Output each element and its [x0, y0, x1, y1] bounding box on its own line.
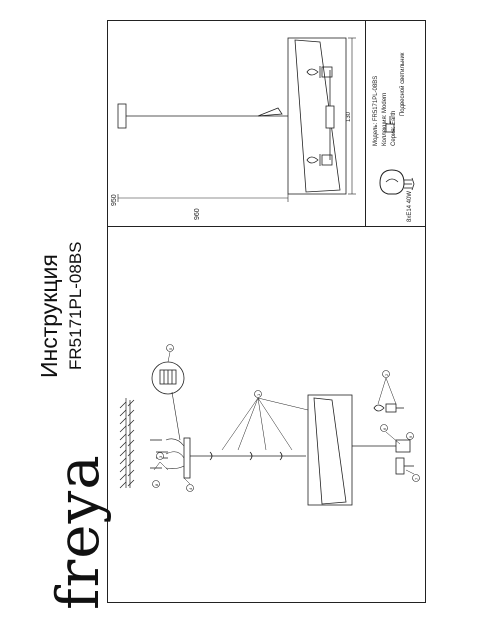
callout-6	[380, 424, 388, 432]
candle-bulb-part	[373, 403, 404, 413]
mounting-plate	[183, 437, 191, 479]
callout-2-label: 2	[384, 373, 389, 376]
callout-4-label: 4	[188, 487, 193, 490]
candle-bulb-bottom	[306, 154, 333, 166]
callout-9	[406, 432, 414, 440]
canopy-shape	[117, 103, 127, 129]
dimension-drawing	[117, 37, 356, 202]
drawing-frame	[107, 20, 426, 603]
installation-drawing	[119, 351, 415, 506]
callout-8	[152, 480, 160, 488]
callout-leaders	[153, 351, 415, 485]
callout-9-label: 9	[408, 435, 413, 438]
candle-bulb-top	[306, 66, 333, 78]
series-icon	[385, 116, 395, 133]
ceiling-hatch	[119, 398, 135, 489]
callout-5-label: 5	[168, 347, 173, 350]
callout-markers	[152, 344, 420, 492]
lamp-body	[307, 394, 353, 506]
callout-7-label: 7	[414, 477, 419, 480]
callout-6-label: 6	[382, 427, 387, 430]
rod-segments	[190, 451, 306, 461]
lamp-diagonal-panel	[313, 397, 347, 505]
bulb-icon	[379, 169, 415, 195]
callout-7	[412, 474, 420, 482]
callout-5	[166, 344, 174, 352]
spec-divider	[365, 20, 366, 227]
callout-8-label: 8	[154, 483, 159, 486]
spine-block	[325, 105, 335, 129]
callout-1	[254, 390, 262, 398]
socket-arm	[352, 439, 414, 475]
lamp-body-frame	[287, 37, 347, 195]
callout-4	[186, 484, 194, 492]
section-divider	[107, 226, 426, 227]
callout-2	[382, 370, 390, 378]
wire-bracket	[257, 107, 283, 117]
callout-3-label: 3	[158, 455, 163, 458]
callout-3	[156, 452, 164, 460]
diagonal-panel	[294, 39, 341, 193]
callout-1-label: 1	[256, 393, 261, 396]
